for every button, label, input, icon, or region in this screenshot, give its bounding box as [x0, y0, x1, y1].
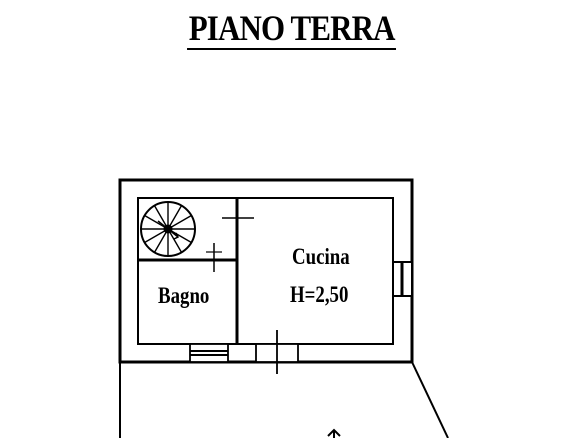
stair-treads — [141, 202, 195, 256]
outer-wall-outline — [118, 178, 414, 364]
terrace-outline — [119, 361, 449, 438]
right-window — [392, 261, 413, 297]
terrace-right-edge — [411, 361, 449, 438]
inner-wall-outline — [137, 197, 394, 345]
room-label-bagno: Bagno — [158, 283, 210, 308]
interior-partitions — [138, 198, 254, 344]
room-height-cucina: H=2,50 — [290, 282, 349, 307]
bottom-openings — [189, 330, 299, 374]
spiral-staircase-icon — [140, 201, 196, 257]
bottom-window-left — [189, 343, 229, 363]
room-label-cucina: Cucina — [292, 244, 350, 269]
outer-walls — [118, 178, 414, 364]
stair-direction-arrow — [157, 220, 180, 240]
terrace-arrow — [327, 428, 341, 437]
